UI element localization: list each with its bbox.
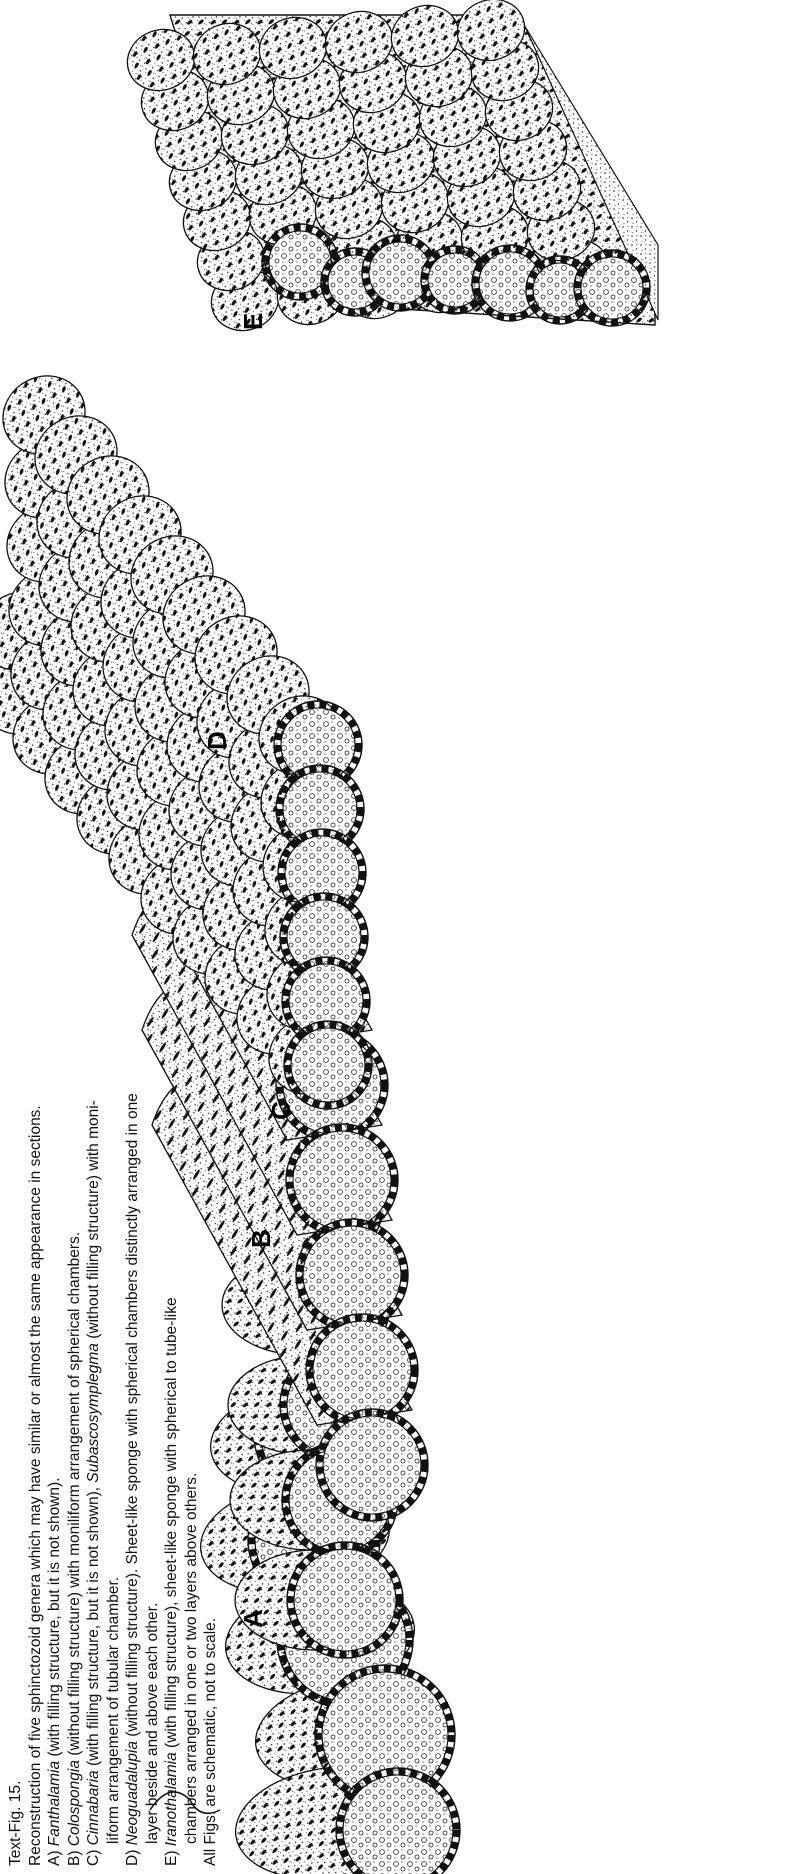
sponge-figure-e — [119, 0, 658, 340]
figure-label-e: E — [238, 313, 268, 330]
figure-label-b: B — [246, 1229, 276, 1248]
figure-label-d: D — [202, 731, 232, 750]
figure-label-c: C — [266, 1101, 296, 1120]
figure-label-a: A — [238, 1609, 268, 1628]
